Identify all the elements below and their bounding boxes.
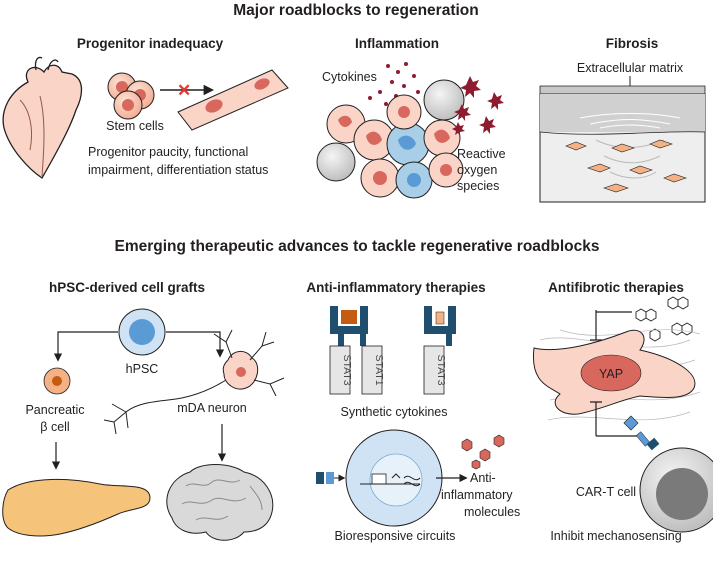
anti-inflammatory-molecules-icon [461,434,505,470]
hpsc-to-neuron-arrow [166,331,225,358]
yap-label: YAP [599,367,623,381]
ecm-label: Extracellular matrix [577,61,684,75]
molecules-label-2: inflammatory [441,488,513,502]
beta-label-2: β cell [40,420,69,434]
receptor-pair-1 [330,306,368,346]
target-antigen-icon [623,415,639,431]
car-t-cell-icon [639,447,713,533]
inflammation-panel: Inflammation Cytokines [316,36,506,199]
fibroblast-cells [565,139,687,193]
mda-neuron-icon [103,329,285,435]
molecules-label-1: Anti- [470,471,496,485]
cardiomyocyte-icon [177,69,289,131]
beta-cell-icon [43,367,71,395]
ros-icons [452,76,504,136]
anti-inflammatory-panel: Anti-inflammatory therapies STAT3 STAT1 … [306,280,520,543]
mechanosensing-label: Inhibit mechanosensing [550,529,681,543]
brain-icon [166,464,274,541]
pancreas-icon [2,478,151,537]
anti-inflammatory-heading: Anti-inflammatory therapies [306,280,485,295]
progenitor-caption-2: impairment, differentiation status [88,163,268,177]
antifibrotic-panel: Antifibrotic therapies YAP CAR-T cell In… [532,280,713,543]
stat-label-3: STAT3 [435,354,447,385]
x-mark-icon: ✕ [177,81,191,100]
beta-label-1: Pancreatic [25,403,84,417]
inhibition-line-bottom [590,401,602,436]
tissue-block [539,85,706,203]
stat-label-1: STAT3 [341,354,353,385]
immune-cells-cluster [316,79,465,199]
heart-icon [2,56,83,179]
input-receptor-icon [316,472,346,484]
ligand-large [341,310,357,324]
car-t-label: CAR-T cell [576,485,636,499]
progenitor-caption-1: Progenitor paucity, functional [88,145,248,159]
grafts-panel: hPSC-derived cell grafts hPSC Pancreatic… [2,280,285,541]
car-receptor-icon [635,431,660,451]
mda-label: mDA neuron [177,401,247,415]
ros-label-3: species [457,179,499,193]
stat-boxes: STAT3 STAT1 STAT3 [329,345,447,395]
small-molecule-icons [635,296,693,342]
bottom-title: Emerging therapeutic advances to tackle … [115,238,600,255]
inflammation-heading: Inflammation [355,36,439,51]
nucleus-icon [580,354,642,392]
grafts-heading: hPSC-derived cell grafts [49,280,205,295]
stem-cells-cluster [107,72,155,120]
hpsc-to-beta-arrow [53,331,118,362]
progenitor-heading: Progenitor inadequacy [77,36,224,51]
fibrosis-panel: Fibrosis Extracellular matrix [539,36,706,203]
bioresponsive-cell-icon [345,429,443,527]
hpsc-cell-icon [118,308,166,356]
cytokines-label: Cytokines [322,70,377,84]
inhibition-line-top [590,310,602,341]
cytokine-dots [368,62,420,106]
stem-cells-label: Stem cells [106,119,164,133]
receptor-pair-2 [424,306,456,346]
ros-label-2: oxygen [457,163,497,177]
ligand-small [435,311,445,325]
synthetic-cytokines-label: Synthetic cytokines [341,405,448,419]
progenitor-panel: Progenitor inadequacy Stem cells ✕ Proge… [2,36,289,179]
ros-label-1: Reactive [457,147,506,161]
hpsc-label: hPSC [126,362,159,376]
antifibrotic-heading: Antifibrotic therapies [548,280,684,295]
circuits-label: Bioresponsive circuits [335,529,456,543]
fibrosis-heading: Fibrosis [606,36,659,51]
stat-label-2: STAT1 [373,354,385,385]
top-title: Major roadblocks to regeneration [233,2,478,19]
molecules-label-3: molecules [464,505,520,519]
